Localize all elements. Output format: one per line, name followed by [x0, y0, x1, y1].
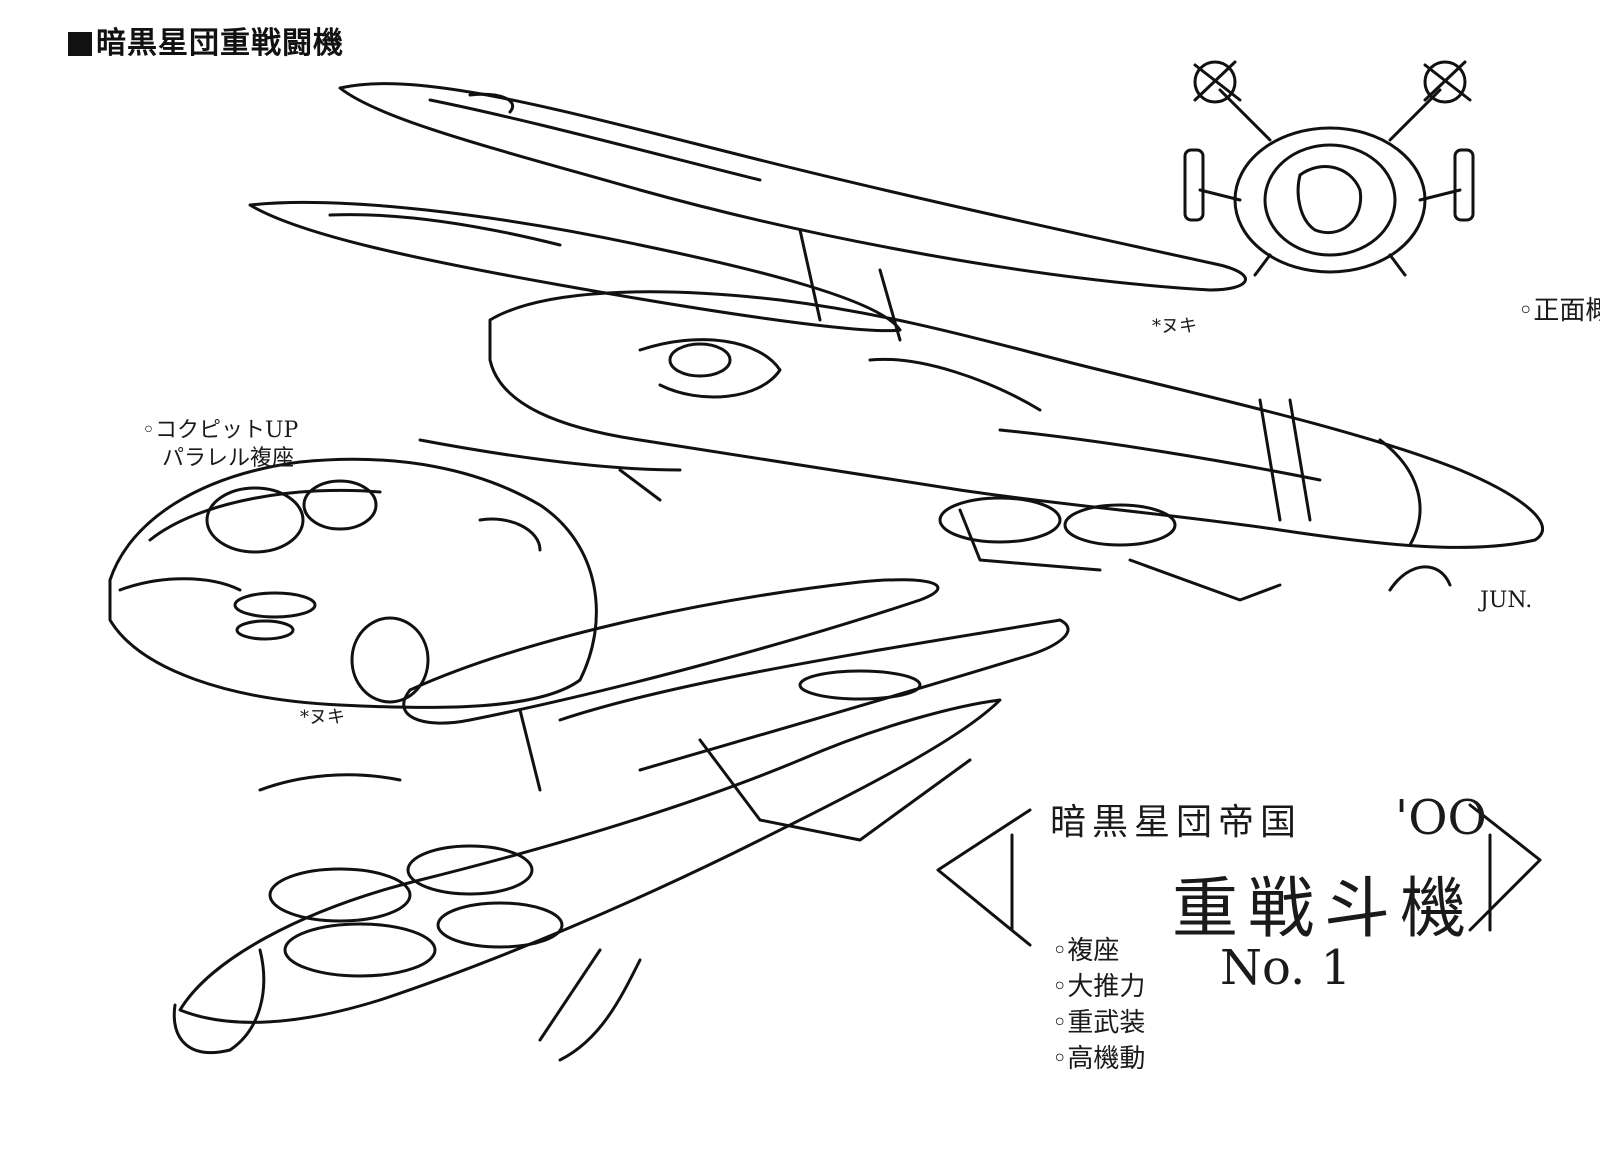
cockpit-up-note: ◦コクピットUP: [142, 418, 299, 443]
front-view-concept: [1183, 60, 1475, 277]
lower-fighter: [172, 578, 1070, 1062]
black-square-bullet: [68, 32, 92, 56]
hand-drawn-bracket: [936, 803, 1542, 947]
nuki-note-bottom: *ヌキ: [300, 707, 345, 728]
cockpit-closeup: [108, 457, 598, 709]
parallel-two-seat-note: パラレル複座: [162, 446, 295, 471]
empire-label: 暗黒星団帝国: [1050, 802, 1303, 843]
spec-item: ◦大推力: [1052, 972, 1146, 1002]
spec-item: ◦高機動: [1052, 1044, 1146, 1074]
heavy-fighter-label: 重戦斗機: [1172, 870, 1476, 947]
front-concept-note: ◦正面概念: [1518, 296, 1600, 326]
signature-stroke: [1388, 565, 1452, 592]
upper-fighter: [248, 82, 1544, 602]
page-title-text: 暗黒星団重戦闘機: [96, 26, 344, 61]
number-label: No. 1: [1220, 940, 1352, 996]
spec-item: ◦重武装: [1052, 1008, 1146, 1038]
artist-signature: JUN.: [1480, 588, 1533, 613]
page-title: 暗黒星団重戦闘機: [68, 18, 344, 62]
oo-label: 'OO: [1395, 790, 1487, 846]
nuki-note-top: *ヌキ: [1152, 316, 1197, 337]
spec-item: ◦複座: [1052, 936, 1120, 966]
